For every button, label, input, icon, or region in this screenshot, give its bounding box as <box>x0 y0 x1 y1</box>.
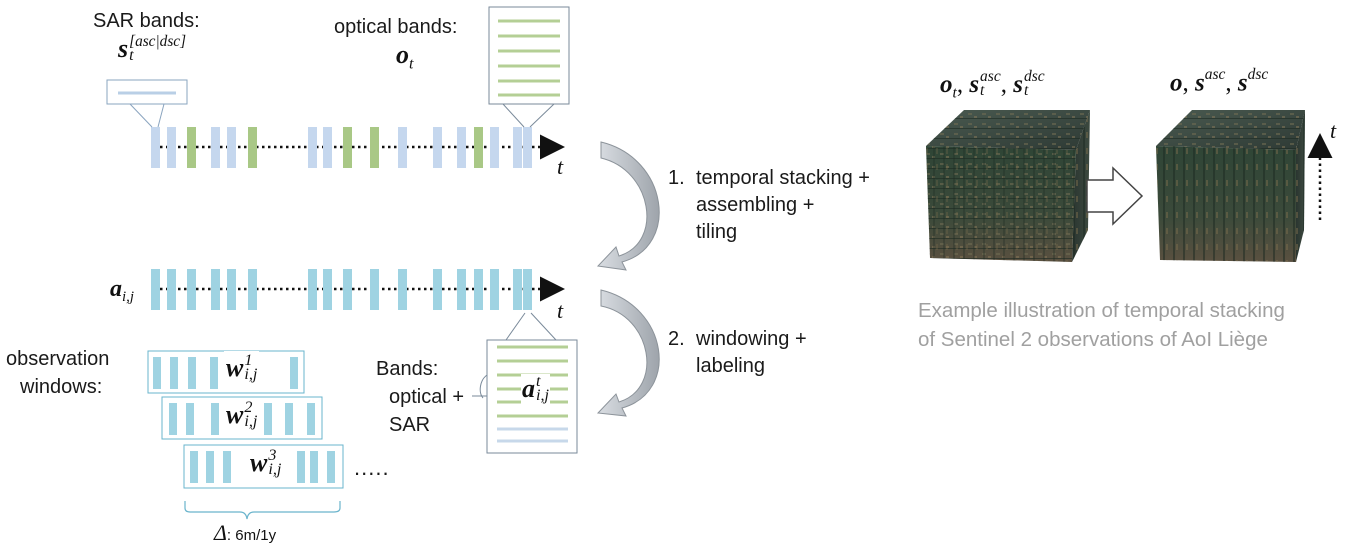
delta-symbol: Δ: 6m/1y <box>214 520 277 545</box>
image-cube-right <box>1156 110 1305 262</box>
assembled-bar <box>187 269 196 310</box>
step-2: 2.windowing + labeling <box>668 328 807 377</box>
assembled-bar <box>211 269 220 310</box>
bands-label-line2: optical + <box>389 386 465 408</box>
assembled-tile-callout <box>472 312 578 454</box>
window-3-bar <box>310 451 318 483</box>
optical-bands-label: optical bands: <box>334 16 458 38</box>
sar-band-callout <box>106 79 188 128</box>
bands-label-line3: SAR <box>389 414 431 436</box>
sar-band-bar <box>523 127 532 168</box>
window-3-bar <box>223 451 231 483</box>
optical-band-callout <box>488 6 570 128</box>
assembled-bar <box>513 269 522 310</box>
sar-symbol: s[asc|dsc]t <box>118 32 187 65</box>
sar-band-bar <box>167 127 176 168</box>
sar-band-bar <box>323 127 332 168</box>
sar-band-bar <box>513 127 522 168</box>
window-1-bar <box>153 357 161 389</box>
window-2-bar <box>264 403 272 435</box>
sar-band-bar <box>211 127 220 168</box>
sar-band-bar <box>151 127 160 168</box>
curved-arrow-2 <box>596 289 660 417</box>
cube-right-heading: o, sasc, sdsc <box>1170 66 1269 97</box>
bands-label-line1: Bands: <box>376 358 439 380</box>
assembled-bar <box>490 269 499 310</box>
assembled-bar <box>323 269 332 310</box>
window-2-bar <box>186 403 194 435</box>
optical-symbol: ot <box>396 40 414 73</box>
sar-band-bar <box>227 127 236 168</box>
assembled-bar <box>523 269 532 310</box>
timeline-assembled-t-label: t <box>557 298 564 323</box>
window-1-bar <box>210 357 218 389</box>
assembled-symbol: ai,j <box>110 276 134 306</box>
sar-bands-label: SAR bands: <box>93 10 200 32</box>
assembled-bar <box>474 269 483 310</box>
caption-line2: of Sentinel 2 observations of AoI Liège <box>918 328 1268 351</box>
sar-band-bar <box>433 127 442 168</box>
assembled-bar <box>308 269 317 310</box>
optical-band-bar <box>187 127 196 168</box>
sar-band-bar <box>398 127 407 168</box>
cube-transform-arrow <box>1086 166 1144 226</box>
window-1-bar <box>188 357 196 389</box>
assembled-bar <box>398 269 407 310</box>
assembled-bar <box>167 269 176 310</box>
timeline-assembled <box>151 269 565 310</box>
curved-arrow-1 <box>596 141 660 271</box>
optical-band-bar <box>370 127 379 168</box>
window-3-bar <box>190 451 198 483</box>
window-2-bar <box>211 403 219 435</box>
step-1: 1.temporal stacking + assembling + tilin… <box>668 167 870 243</box>
window-1-bar <box>290 357 298 389</box>
more-windows-ellipsis: ..... <box>354 455 390 480</box>
sar-band-bar <box>490 127 499 168</box>
figure-caption: Example illustration of temporal stackin… <box>918 296 1285 354</box>
delta-brace <box>184 501 341 520</box>
window-2-bar <box>285 403 293 435</box>
assembled-bar <box>457 269 466 310</box>
assembled-bar <box>370 269 379 310</box>
window-3-bar <box>327 451 335 483</box>
assembled-bar <box>433 269 442 310</box>
optical-band-bar <box>343 127 352 168</box>
window-2-bar <box>169 403 177 435</box>
sar-band-bar <box>308 127 317 168</box>
window-2-bar <box>307 403 315 435</box>
assembled-bar <box>343 269 352 310</box>
window-3-bar <box>297 451 305 483</box>
optical-band-bar <box>474 127 483 168</box>
timeline-top <box>151 127 565 168</box>
assembled-bar <box>227 269 236 310</box>
caption-line1: Example illustration of temporal stackin… <box>918 299 1285 322</box>
observation-label-line1: observation <box>6 348 110 370</box>
image-cube-left <box>926 110 1090 262</box>
timeline-top-t-label: t <box>557 154 564 179</box>
optical-band-bar <box>248 127 257 168</box>
observation-label-line2: windows: <box>20 376 103 398</box>
cube-time-t-label: t <box>1330 118 1337 143</box>
assembled-bar <box>151 269 160 310</box>
window-1-bar <box>170 357 178 389</box>
window-3-bar <box>206 451 214 483</box>
assembled-bar <box>248 269 257 310</box>
sar-band-bar <box>457 127 466 168</box>
